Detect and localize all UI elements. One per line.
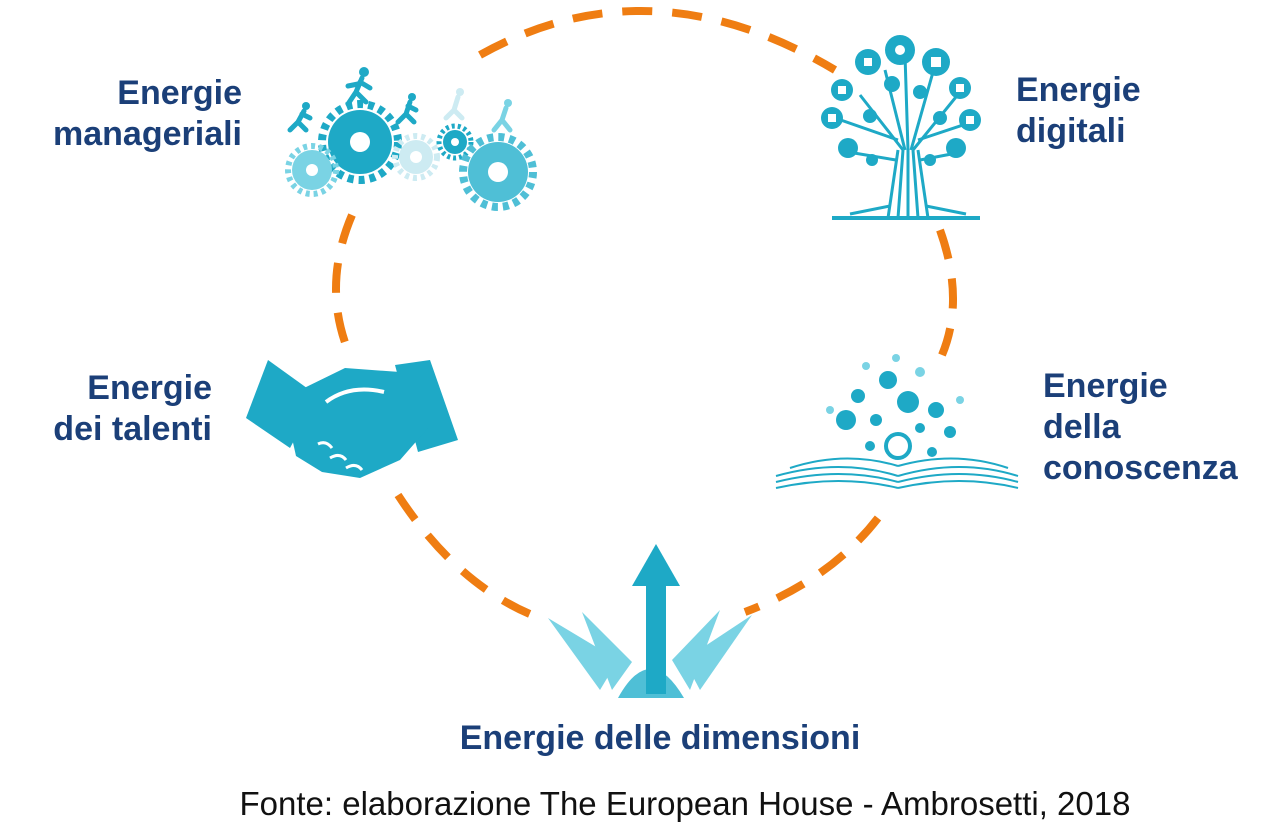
label-energie-delle-dimensioni: Energie delle dimensioni bbox=[400, 718, 920, 759]
knuckles bbox=[317, 387, 385, 471]
gear-light bbox=[392, 133, 440, 181]
gear-large bbox=[318, 100, 402, 184]
ring-arc-bottom-left bbox=[394, 492, 547, 624]
gear-right bbox=[459, 133, 537, 211]
handshake-icon bbox=[246, 360, 458, 478]
ring-arc-bottom-right bbox=[743, 515, 882, 616]
ring-arc-right bbox=[936, 228, 957, 357]
label-energie-digitali: Energie digitali bbox=[1016, 70, 1216, 152]
book-ideas bbox=[826, 354, 964, 460]
label-energie-dei-talenti: Energie dei talenti bbox=[20, 368, 212, 450]
label-energie-della-conoscenza: Energie della conoscenza bbox=[1043, 366, 1273, 489]
label-line: Energie bbox=[117, 74, 242, 112]
arrow-splash-icon bbox=[548, 544, 752, 698]
label-line: manageriali bbox=[53, 115, 242, 153]
digital-tree-icon bbox=[821, 35, 981, 220]
splash bbox=[548, 610, 752, 698]
source-caption: Fonte: elaborazione The European House -… bbox=[239, 785, 1131, 822]
open-book-icon bbox=[775, 354, 1019, 489]
label-line: Energie bbox=[1043, 367, 1168, 405]
runner-figures bbox=[287, 67, 513, 133]
hands-grip bbox=[292, 368, 428, 478]
gears-runners-icon bbox=[285, 67, 537, 211]
ring-arc-top bbox=[478, 7, 838, 74]
gear-left bbox=[285, 143, 339, 197]
label-line: digitali bbox=[1016, 112, 1126, 150]
label-line: Energie delle dimensioni bbox=[459, 719, 861, 757]
label-energie-manageriali: Energie manageriali bbox=[20, 73, 242, 155]
ring-arc-left bbox=[332, 213, 356, 362]
book-pages bbox=[775, 457, 1019, 489]
gear-small bbox=[436, 123, 474, 161]
dashed-ring bbox=[332, 7, 957, 624]
hand-right-sleeve bbox=[395, 360, 458, 452]
label-line: Energie bbox=[87, 369, 212, 407]
label-line: della bbox=[1043, 408, 1121, 446]
label-line: conoscenza bbox=[1043, 449, 1238, 487]
label-line: dei talenti bbox=[53, 410, 212, 448]
up-arrow bbox=[632, 544, 680, 694]
label-line: Energie bbox=[1016, 71, 1141, 109]
tree-trunk bbox=[832, 54, 980, 220]
tree-leaf-glyphs bbox=[828, 45, 974, 124]
